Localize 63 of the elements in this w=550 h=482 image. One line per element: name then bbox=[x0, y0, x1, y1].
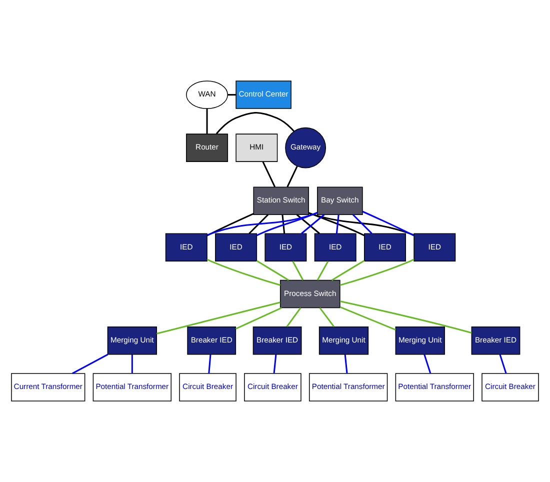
connector bbox=[216, 112, 295, 134]
connector bbox=[72, 354, 108, 374]
connector bbox=[362, 210, 414, 236]
connector bbox=[228, 94, 236, 96]
connector bbox=[331, 260, 365, 281]
connector bbox=[206, 258, 281, 286]
connector bbox=[319, 307, 335, 328]
connector bbox=[336, 214, 340, 234]
node-box: Potential Transformer bbox=[308, 373, 388, 402]
connector bbox=[340, 300, 472, 334]
connector bbox=[308, 212, 414, 236]
node-box: Merging Unit bbox=[107, 326, 157, 355]
connector bbox=[286, 166, 298, 188]
node-circle: Gateway bbox=[285, 127, 326, 168]
connector bbox=[256, 260, 289, 281]
node-box: Station Switch bbox=[253, 186, 309, 215]
node-box: IED bbox=[165, 233, 208, 262]
node-box: Merging Unit bbox=[395, 326, 445, 355]
node-box: Process Switch bbox=[280, 280, 340, 308]
connector bbox=[235, 307, 282, 330]
connector bbox=[206, 108, 208, 134]
connector bbox=[292, 260, 304, 280]
connector bbox=[273, 354, 277, 374]
node-box: IED bbox=[264, 233, 307, 262]
node-box: IED bbox=[414, 233, 456, 262]
connector bbox=[340, 306, 396, 331]
connector bbox=[208, 354, 212, 374]
connector bbox=[340, 258, 414, 286]
connector bbox=[344, 354, 348, 374]
connector bbox=[308, 212, 365, 236]
node-box: Control Center bbox=[236, 80, 292, 109]
node-box: Potential Transformer bbox=[92, 373, 172, 402]
node-box: Potential Transformer bbox=[395, 373, 474, 402]
connector bbox=[424, 354, 432, 374]
node-box: Merging Unit bbox=[318, 326, 369, 355]
node-box: IED bbox=[215, 233, 258, 262]
node-box: IED bbox=[364, 233, 406, 262]
node-box: IED bbox=[314, 233, 356, 262]
node-box: Breaker IED bbox=[187, 326, 236, 355]
connector bbox=[352, 214, 372, 234]
node-box: Current Transformer bbox=[11, 373, 86, 402]
connector bbox=[262, 161, 276, 188]
connector bbox=[256, 212, 318, 236]
connector bbox=[207, 212, 318, 236]
node-box: Bay Switch bbox=[317, 186, 363, 215]
connector bbox=[131, 354, 133, 374]
connector bbox=[316, 260, 329, 280]
node-box: Circuit Breaker bbox=[179, 373, 236, 402]
connector bbox=[301, 214, 325, 234]
connector bbox=[296, 214, 320, 234]
connector bbox=[282, 214, 286, 234]
connector bbox=[248, 214, 269, 234]
node-box: Breaker IED bbox=[252, 326, 302, 355]
node-ellipse: WAN bbox=[186, 80, 228, 109]
node-box: Circuit Breaker bbox=[482, 373, 539, 402]
connector bbox=[156, 302, 280, 334]
node-box: HMI bbox=[236, 134, 278, 162]
node-box: Router bbox=[186, 134, 228, 162]
connector bbox=[286, 307, 302, 328]
connector bbox=[206, 213, 254, 236]
connector bbox=[499, 354, 507, 374]
node-box: Breaker IED bbox=[471, 326, 520, 355]
node-box: Circuit Breaker bbox=[244, 373, 302, 402]
